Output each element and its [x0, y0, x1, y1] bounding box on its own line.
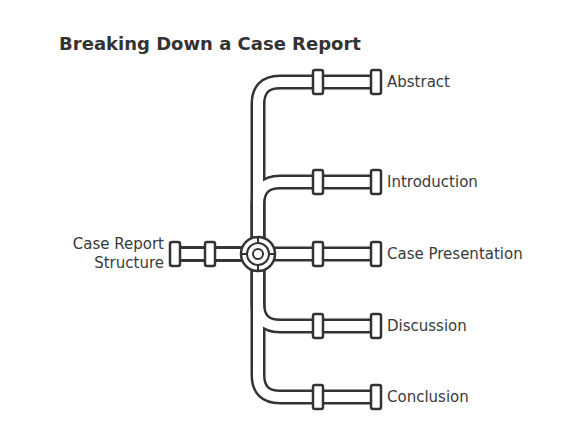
- label-text: Conclusion: [387, 388, 469, 407]
- root-label: Case Report Structure: [54, 235, 164, 273]
- pipe-connector: [170, 254, 381, 397]
- pipe-flange: [313, 385, 323, 409]
- pipe-flange: [371, 70, 381, 94]
- pipe-body: [170, 182, 381, 254]
- label-text: Introduction: [387, 173, 478, 192]
- pipe-flange: [371, 170, 381, 194]
- valve-symbol: [241, 237, 275, 271]
- pipe-flanges: [170, 70, 381, 409]
- section-label: Discussion: [387, 317, 467, 336]
- section-label: Abstract: [387, 73, 450, 92]
- label-text: Case Presentation: [387, 245, 523, 264]
- section-label: Conclusion: [387, 388, 469, 407]
- pipe-bodies: [170, 82, 381, 397]
- pipe-flange: [170, 242, 180, 266]
- pipe-flange: [313, 314, 323, 338]
- label-text: Case Report Structure: [54, 235, 164, 273]
- pipe-flange: [313, 170, 323, 194]
- pipe-outlines: [170, 82, 381, 397]
- pipe-body: [170, 82, 381, 254]
- diagram-title: Breaking Down a Case Report: [0, 33, 420, 54]
- pipe-flange: [205, 242, 215, 266]
- pipe-flange: [371, 314, 381, 338]
- pipe-connector: [170, 82, 381, 254]
- pipe-flange: [371, 385, 381, 409]
- pipe-body: [170, 254, 381, 397]
- pipe-body: [170, 254, 381, 326]
- section-label: Case Presentation: [387, 245, 523, 264]
- pipe-flange: [313, 242, 323, 266]
- pipe-connector: [170, 182, 381, 254]
- label-text: Discussion: [387, 317, 467, 336]
- label-text: Abstract: [387, 73, 450, 92]
- pipe-connector: [170, 254, 381, 326]
- pipe-flange: [371, 242, 381, 266]
- pipe-flange: [313, 70, 323, 94]
- section-label: Introduction: [387, 173, 478, 192]
